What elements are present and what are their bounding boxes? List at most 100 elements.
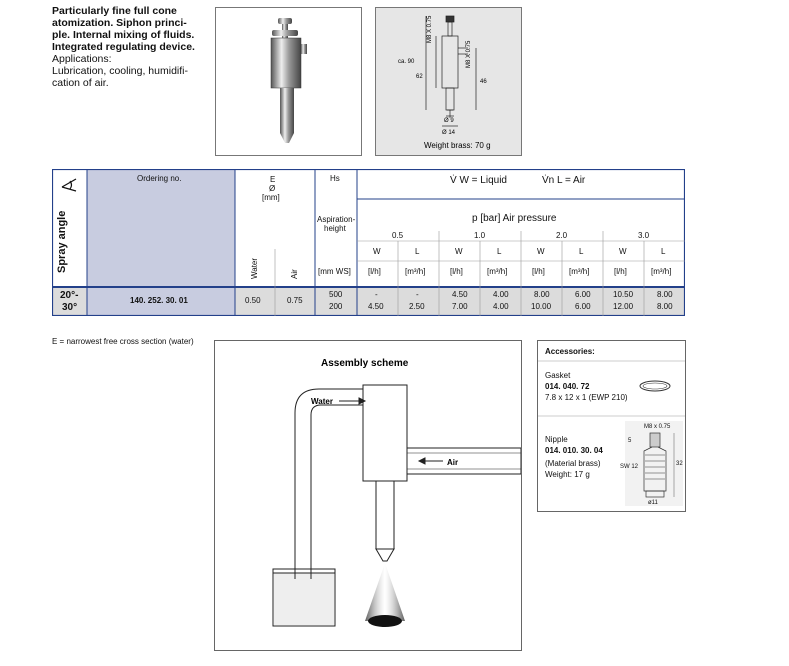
row-hs-2: 200: [329, 302, 343, 311]
row-value: 7.00: [452, 302, 468, 311]
dim-thread-b: M8 X 0.75: [466, 40, 472, 68]
gasket-dimensions: 7.8 x 12 x 1 (EWP 210): [545, 393, 628, 402]
wl-header: L: [579, 247, 584, 256]
desc-line: Particularly fine full cone: [52, 5, 177, 17]
row-value: -: [416, 290, 419, 299]
row-value: 8.00: [657, 302, 673, 311]
row-angle-2: 30°: [62, 302, 78, 313]
aspiration-label-1: Aspiration-: [317, 215, 356, 224]
nipple-dim-32: 32: [676, 461, 683, 467]
row-e-air: 0.75: [287, 296, 303, 305]
row-ordering-no: 140. 252. 30. 01: [130, 296, 188, 305]
product-description: Particularly fine full cone atomization.…: [52, 5, 222, 89]
spec-table: Spray angle Ordering no. E Ø [mm] Water …: [52, 169, 685, 316]
dim-dia14: Ø 14: [442, 130, 456, 136]
spray-angle-header: [61, 178, 77, 192]
unit-header: [l/h]: [614, 267, 627, 276]
nipple-diameter: ø11: [648, 500, 658, 506]
pressure-0-5: 0.5: [392, 231, 404, 240]
accessories-graphics: [538, 360, 685, 506]
row-value: 10.50: [613, 290, 634, 299]
desc-line: Lubrication, cooling, humidifi-: [52, 65, 188, 77]
row-value: 4.00: [493, 302, 509, 311]
row-value: 2.50: [409, 302, 425, 311]
desc-line: ple. Internal mixing of fluids.: [52, 29, 195, 41]
e-header: E: [270, 175, 276, 184]
accessories-title: Accessories:: [545, 347, 595, 356]
e-symbol: Ø: [269, 184, 276, 193]
row-value: 8.00: [657, 290, 673, 299]
dim-thread-a: M8 X 0.75: [427, 15, 433, 43]
unit-header: [l/h]: [450, 267, 463, 276]
gasket-label: Gasket: [545, 371, 571, 380]
row-value: 6.00: [575, 302, 591, 311]
water-col-label: Water: [250, 257, 259, 279]
row-hs-1: 500: [329, 290, 343, 299]
row-value: 4.50: [368, 302, 384, 311]
air-col-label: Air: [290, 269, 299, 279]
wl-header: W: [373, 247, 381, 256]
row-value: 4.50: [452, 290, 468, 299]
row-e-water: 0.50: [245, 296, 261, 305]
accessories-panel: Accessories: Gasket 014. 040. 72 7.8 x 1…: [537, 340, 686, 512]
hs-unit: [mm WS]: [318, 267, 351, 276]
unit-header: [l/h]: [532, 267, 545, 276]
nozzle-photo-icon: [270, 18, 307, 143]
nipple-sw: SW 12: [620, 464, 639, 470]
assembly-diagram: Assembly scheme Water Air: [272, 358, 522, 627]
pressure-2-0: 2.0: [556, 231, 568, 240]
unit-header: [m³/h]: [569, 267, 590, 276]
weight-label: Weight brass: 70 g: [424, 141, 491, 150]
product-photo: [215, 7, 362, 156]
ordering-header: Ordering no.: [137, 174, 182, 183]
hs-header: Hs: [330, 174, 340, 183]
row-value: -: [375, 290, 378, 299]
nozzle-drawing-icon: ca. 90 62 M8 X 0.75 M8 X 0.75 46 Ø 9 Ø 1…: [398, 15, 491, 150]
dim-62: 62: [416, 74, 423, 80]
nipple-dim-5: 5: [628, 438, 632, 444]
pressure-1-0: 1.0: [474, 231, 486, 240]
dim-46: 46: [480, 79, 487, 85]
unit-header: [l/h]: [368, 267, 381, 276]
spray-angle-label: Spray angle: [56, 210, 68, 273]
row-angle-1: 20°-: [60, 290, 79, 301]
legend-liquid: V̇ W = Liquid: [450, 175, 507, 186]
gasket-icon: [639, 380, 671, 392]
dimension-drawing: ca. 90 62 M8 X 0.75 M8 X 0.75 46 Ø 9 Ø 1…: [375, 7, 522, 156]
nipple-material: (Material brass): [545, 459, 601, 468]
unit-header: [m³/h]: [487, 267, 508, 276]
e-unit: [mm]: [262, 193, 280, 202]
desc-line: Applications:: [52, 53, 112, 65]
desc-line: cation of air.: [52, 77, 109, 89]
wl-header: L: [415, 247, 420, 256]
wl-header: L: [661, 247, 666, 256]
pressure-3-0: 3.0: [638, 231, 650, 240]
nipple-label: Nipple: [545, 435, 568, 444]
desc-line: Integrated regulating device.: [52, 41, 195, 53]
legend-air: V̇n L = Air: [542, 175, 586, 186]
nipple-number: 014. 010. 30. 04: [545, 446, 603, 455]
wl-header: W: [537, 247, 545, 256]
dim-dia9: Ø 9: [444, 118, 454, 124]
dim-ca90: ca. 90: [398, 59, 415, 65]
footnote: E = narrowest free cross section (water): [52, 337, 194, 346]
assembly-scheme: Assembly scheme Water Air: [214, 340, 522, 651]
wl-header: W: [619, 247, 627, 256]
air-label: Air: [447, 458, 458, 467]
wl-header: L: [497, 247, 502, 256]
unit-header: [m³/h]: [651, 267, 672, 276]
nipple-thread: M8 x 0.75: [644, 424, 671, 430]
table-grid: [52, 169, 685, 316]
desc-line: atomization. Siphon princi-: [52, 17, 187, 29]
row-value: 4.00: [493, 290, 509, 299]
unit-header: [m³/h]: [405, 267, 426, 276]
water-label: Water: [311, 397, 333, 406]
pressure-title: p [bar] Air pressure: [472, 213, 557, 224]
aspiration-label-2: height: [324, 224, 346, 233]
nipple-icon: [643, 432, 675, 498]
gasket-number: 014. 040. 72: [545, 382, 590, 391]
assembly-title: Assembly scheme: [321, 358, 409, 369]
row-value: 6.00: [575, 290, 591, 299]
nipple-weight: Weight: 17 g: [545, 470, 590, 479]
row-value: 10.00: [531, 302, 552, 311]
